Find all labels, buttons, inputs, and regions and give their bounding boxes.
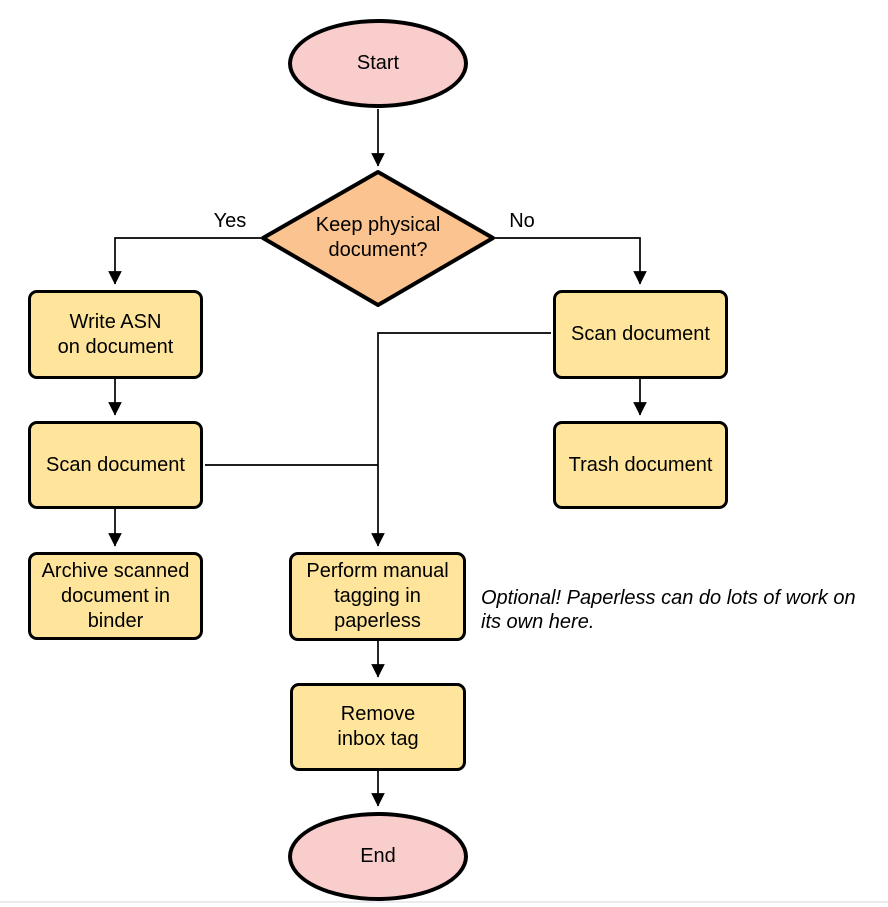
node-archive-scanned: Archive scanned document in binder bbox=[28, 552, 203, 640]
node-decision-label: Keep physical document? bbox=[315, 214, 441, 261]
node-scan-document-right: Scan document bbox=[553, 290, 728, 379]
optional-note: Optional! Paperless can do lots of work … bbox=[481, 587, 856, 633]
edge-label-no: No bbox=[509, 210, 535, 232]
node-start: Start bbox=[288, 19, 468, 108]
connector-decision-no-to-scan-right bbox=[495, 237, 647, 285]
node-trash-document: Trash document bbox=[553, 421, 728, 509]
connector-decision-yes-to-write-asn bbox=[108, 237, 261, 285]
connector-scan-right-to-perform-tagging bbox=[371, 332, 551, 547]
node-end: End bbox=[288, 812, 468, 901]
decision-diamond-shape bbox=[261, 170, 495, 307]
node-perform-tagging: Perform manual tagging in paperless bbox=[289, 552, 466, 641]
node-scan-document-left: Scan document bbox=[28, 421, 203, 509]
node-remove-inbox-tag: Remove inbox tag bbox=[290, 683, 466, 771]
node-write-asn: Write ASN on document bbox=[28, 290, 203, 379]
edge-label-yes: Yes bbox=[213, 210, 247, 232]
page-bottom-border bbox=[0, 901, 888, 903]
